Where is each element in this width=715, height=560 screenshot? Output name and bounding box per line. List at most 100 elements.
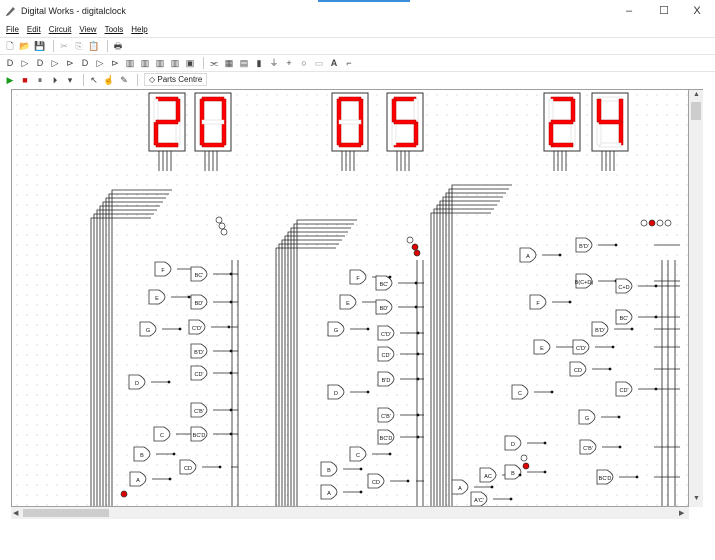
junction-dot (229, 371, 233, 375)
junction-dot (366, 390, 370, 394)
not-gate-icon[interactable]: ▷ (96, 57, 104, 68)
ground-icon[interactable]: ⏚ (269, 57, 279, 68)
step-icon[interactable]: ⏵ (52, 74, 58, 85)
scroll-up-icon[interactable]: ▲ (693, 91, 700, 98)
pointer-icon[interactable]: ↖ (90, 74, 98, 85)
display-segment (548, 98, 554, 123)
display-segment (358, 98, 364, 123)
gate-label: B (327, 468, 331, 474)
horizontal-scrollbar[interactable]: ◀ ▶ (11, 507, 689, 519)
gate-label: C'B' (194, 409, 204, 415)
flipflop-t-icon[interactable]: ▥ (155, 57, 165, 68)
gate-label: AC (484, 474, 492, 480)
junction-dot (617, 415, 621, 419)
tristate-icon[interactable]: ⊳ (111, 57, 119, 68)
gate-label: CD' (620, 388, 629, 394)
gate-body (596, 469, 614, 485)
junction-dot (550, 390, 554, 394)
menu-edit[interactable]: Edit (26, 24, 41, 34)
junction-dot (611, 345, 615, 349)
run-icon[interactable]: ▶ (6, 74, 14, 85)
wire-tool-icon[interactable]: ⌐ (346, 57, 352, 68)
paste-icon[interactable]: 📋 (88, 40, 100, 51)
pause-icon[interactable]: ⏸ (37, 74, 43, 85)
or-gate-icon[interactable]: ▷ (21, 57, 29, 68)
junction-dot (167, 380, 171, 384)
menu-help[interactable]: Help (131, 24, 148, 34)
led-icon[interactable]: ○ (301, 57, 307, 68)
horizontal-scroll-thumb[interactable] (23, 509, 109, 517)
logic-gate: E (148, 289, 191, 305)
scroll-down-icon[interactable]: ▼ (693, 495, 700, 502)
logic-gate: BC' (615, 309, 658, 325)
junction-dot (654, 315, 658, 319)
menu-circuit[interactable]: Circuit (48, 24, 72, 34)
seven-segment-display (148, 92, 186, 152)
bus-wire (451, 184, 512, 506)
vertical-scrollbar[interactable]: ▲ ▼ (689, 89, 703, 507)
nor-gate-icon[interactable]: ⊳ (66, 57, 74, 68)
parts-centre-button[interactable]: ◇ Parts Centre (144, 73, 208, 86)
junction-dot (178, 327, 182, 331)
gate-label: B'D' (194, 350, 204, 356)
scroll-left-icon[interactable]: ◀ (13, 510, 19, 517)
minimize-button[interactable]: – (625, 5, 633, 17)
gate-label: B'D' (579, 244, 589, 250)
display-segment (358, 121, 364, 146)
clock-icon[interactable]: ⫘ (209, 57, 219, 68)
pencil-icon[interactable]: ✎ (120, 74, 128, 85)
macro-icon[interactable]: ▣ (185, 57, 195, 68)
junction-dot (416, 435, 420, 439)
and-gate-icon[interactable]: D (6, 57, 14, 68)
display-segment (596, 98, 602, 123)
flipflop-d-icon[interactable]: ▥ (140, 57, 150, 68)
display-icon[interactable]: ▭ (314, 57, 324, 68)
push-button-icon[interactable]: ▤ (239, 57, 249, 68)
nand-gate-icon[interactable]: ▷ (51, 57, 59, 68)
cut-icon[interactable]: ✂ (60, 40, 68, 51)
led-body (220, 228, 228, 236)
power-icon[interactable]: + (286, 57, 292, 68)
display-segment (199, 121, 205, 146)
print-icon[interactable]: 🖶 (113, 40, 123, 51)
gate-body (591, 321, 609, 337)
display-segment (393, 119, 417, 125)
maximize-button[interactable]: ☐ (659, 5, 669, 17)
bus-wire (278, 243, 339, 506)
logic-gate: B (504, 464, 547, 480)
buffer-gate-icon[interactable]: D (81, 57, 89, 68)
circuit-diagram: FEGDCBABC'BD'C'D'B'D'CD'C'B'BC'DCDFEGDCB… (90, 92, 680, 506)
save-icon[interactable]: 💾 (34, 40, 46, 51)
junction-dot (654, 284, 658, 288)
led-indicator (215, 216, 223, 224)
display-segment (175, 98, 181, 123)
title-accent-bar (318, 0, 410, 2)
new-file-icon[interactable]: 🗋 (6, 40, 14, 51)
menu-file[interactable]: File (6, 24, 19, 34)
toggle-switch-icon[interactable]: ▮ (256, 57, 262, 68)
menu-tools[interactable]: Tools (104, 24, 124, 34)
flipflop-rs-icon[interactable]: ▥ (170, 57, 180, 68)
menu-view[interactable]: View (79, 24, 97, 34)
dropdown-arrow-icon[interactable]: ▾ (67, 74, 73, 85)
bus-wire (287, 231, 348, 506)
scroll-right-icon[interactable]: ▶ (679, 510, 685, 517)
copy-icon[interactable]: ⎘ (75, 40, 83, 51)
seven-segment-display (543, 92, 581, 152)
vertical-scroll-thumb[interactable] (691, 102, 701, 120)
sequence-icon[interactable]: ▦ (224, 57, 234, 68)
junction-dot (229, 349, 233, 353)
flipflop-jk-icon[interactable]: ▥ (125, 57, 135, 68)
hand-icon[interactable]: ☝ (103, 74, 115, 85)
stop-icon[interactable]: ■ (22, 74, 28, 85)
text-tool-icon[interactable]: A (330, 57, 338, 68)
logic-gate: BC'D (190, 426, 233, 442)
logic-gate: D (327, 384, 370, 400)
gate-body (339, 294, 357, 310)
junction-dot (227, 325, 231, 329)
open-folder-icon[interactable]: 📂 (19, 40, 31, 51)
close-button[interactable]: X (693, 5, 701, 17)
junction-dot (608, 367, 612, 371)
xor-gate-icon[interactable]: D (36, 57, 44, 68)
